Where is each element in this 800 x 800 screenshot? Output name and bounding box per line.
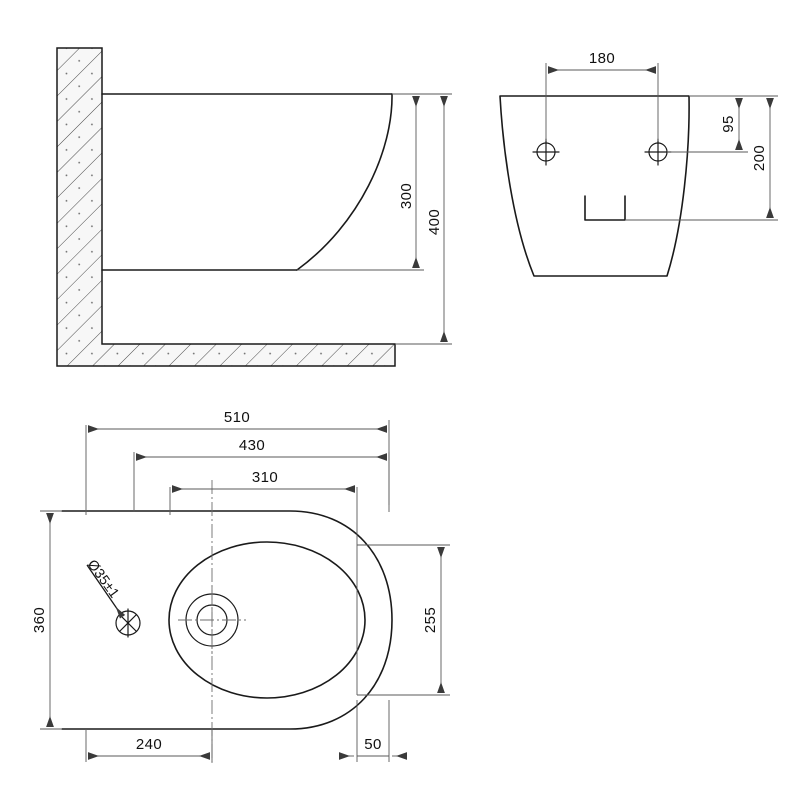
bidet-side-profile (101, 93, 393, 271)
dim-label-510: 510 (224, 409, 250, 426)
front-elevation-view: 180 95 200 (499, 50, 778, 277)
inner-bowl-ellipse (168, 541, 366, 699)
front-body-shape (499, 95, 690, 277)
dimension-plan-240: 240 (88, 736, 210, 760)
dimension-plan-360: 360 (31, 513, 54, 727)
dim-label-310: 310 (252, 469, 278, 486)
notch-outline (584, 195, 626, 221)
front-bottom-notch (584, 195, 626, 221)
dim-label-255: 255 (422, 607, 439, 633)
front-body-outline (499, 95, 690, 277)
dim-label-180: 180 (589, 50, 615, 67)
dim-label-360: 360 (31, 607, 48, 633)
dim-label-400: 400 (426, 209, 443, 235)
dim-label-430: 430 (239, 437, 265, 454)
tap-hole-leader-line (86, 564, 126, 619)
side-front-curve (296, 93, 393, 271)
tap-hole-annotation: Ø35±1 (85, 556, 126, 619)
dimension-side-400: 400 (392, 93, 452, 345)
side-section-view: 300 400 (56, 47, 452, 367)
fixing-hole-left (532, 63, 560, 166)
bowl-opening-ellipse (168, 541, 366, 699)
fixing-hole-right (644, 63, 672, 166)
dimension-front-180: 180 (548, 50, 656, 74)
dim-label-95: 95 (720, 115, 737, 133)
dimension-plan-430: 430 (136, 437, 387, 461)
dim-label-300: 300 (398, 183, 415, 209)
dimension-plan-255: 255 (422, 547, 445, 693)
outer-rim-outline (61, 510, 393, 730)
plan-top-view: Ø35±1 (31, 409, 450, 766)
dimension-front-200: 200 (625, 95, 778, 221)
dimension-plan-50: 50 (339, 736, 407, 760)
dimension-plan-310: 310 (172, 469, 355, 493)
rim-outline-path (61, 510, 393, 730)
dimension-plan-510: 510 (88, 409, 387, 433)
wall-floor-section (56, 47, 396, 367)
dim-label-240: 240 (136, 736, 162, 753)
wall-floor-hatch (56, 47, 396, 367)
dimension-front-95: 95 (667, 95, 748, 153)
plan-extension-lines (40, 420, 450, 762)
dimension-side-300: 300 (297, 93, 424, 271)
dim-label-200: 200 (751, 145, 768, 171)
dim-label-50: 50 (364, 736, 382, 753)
tap-hole-label: Ø35±1 (85, 556, 123, 601)
